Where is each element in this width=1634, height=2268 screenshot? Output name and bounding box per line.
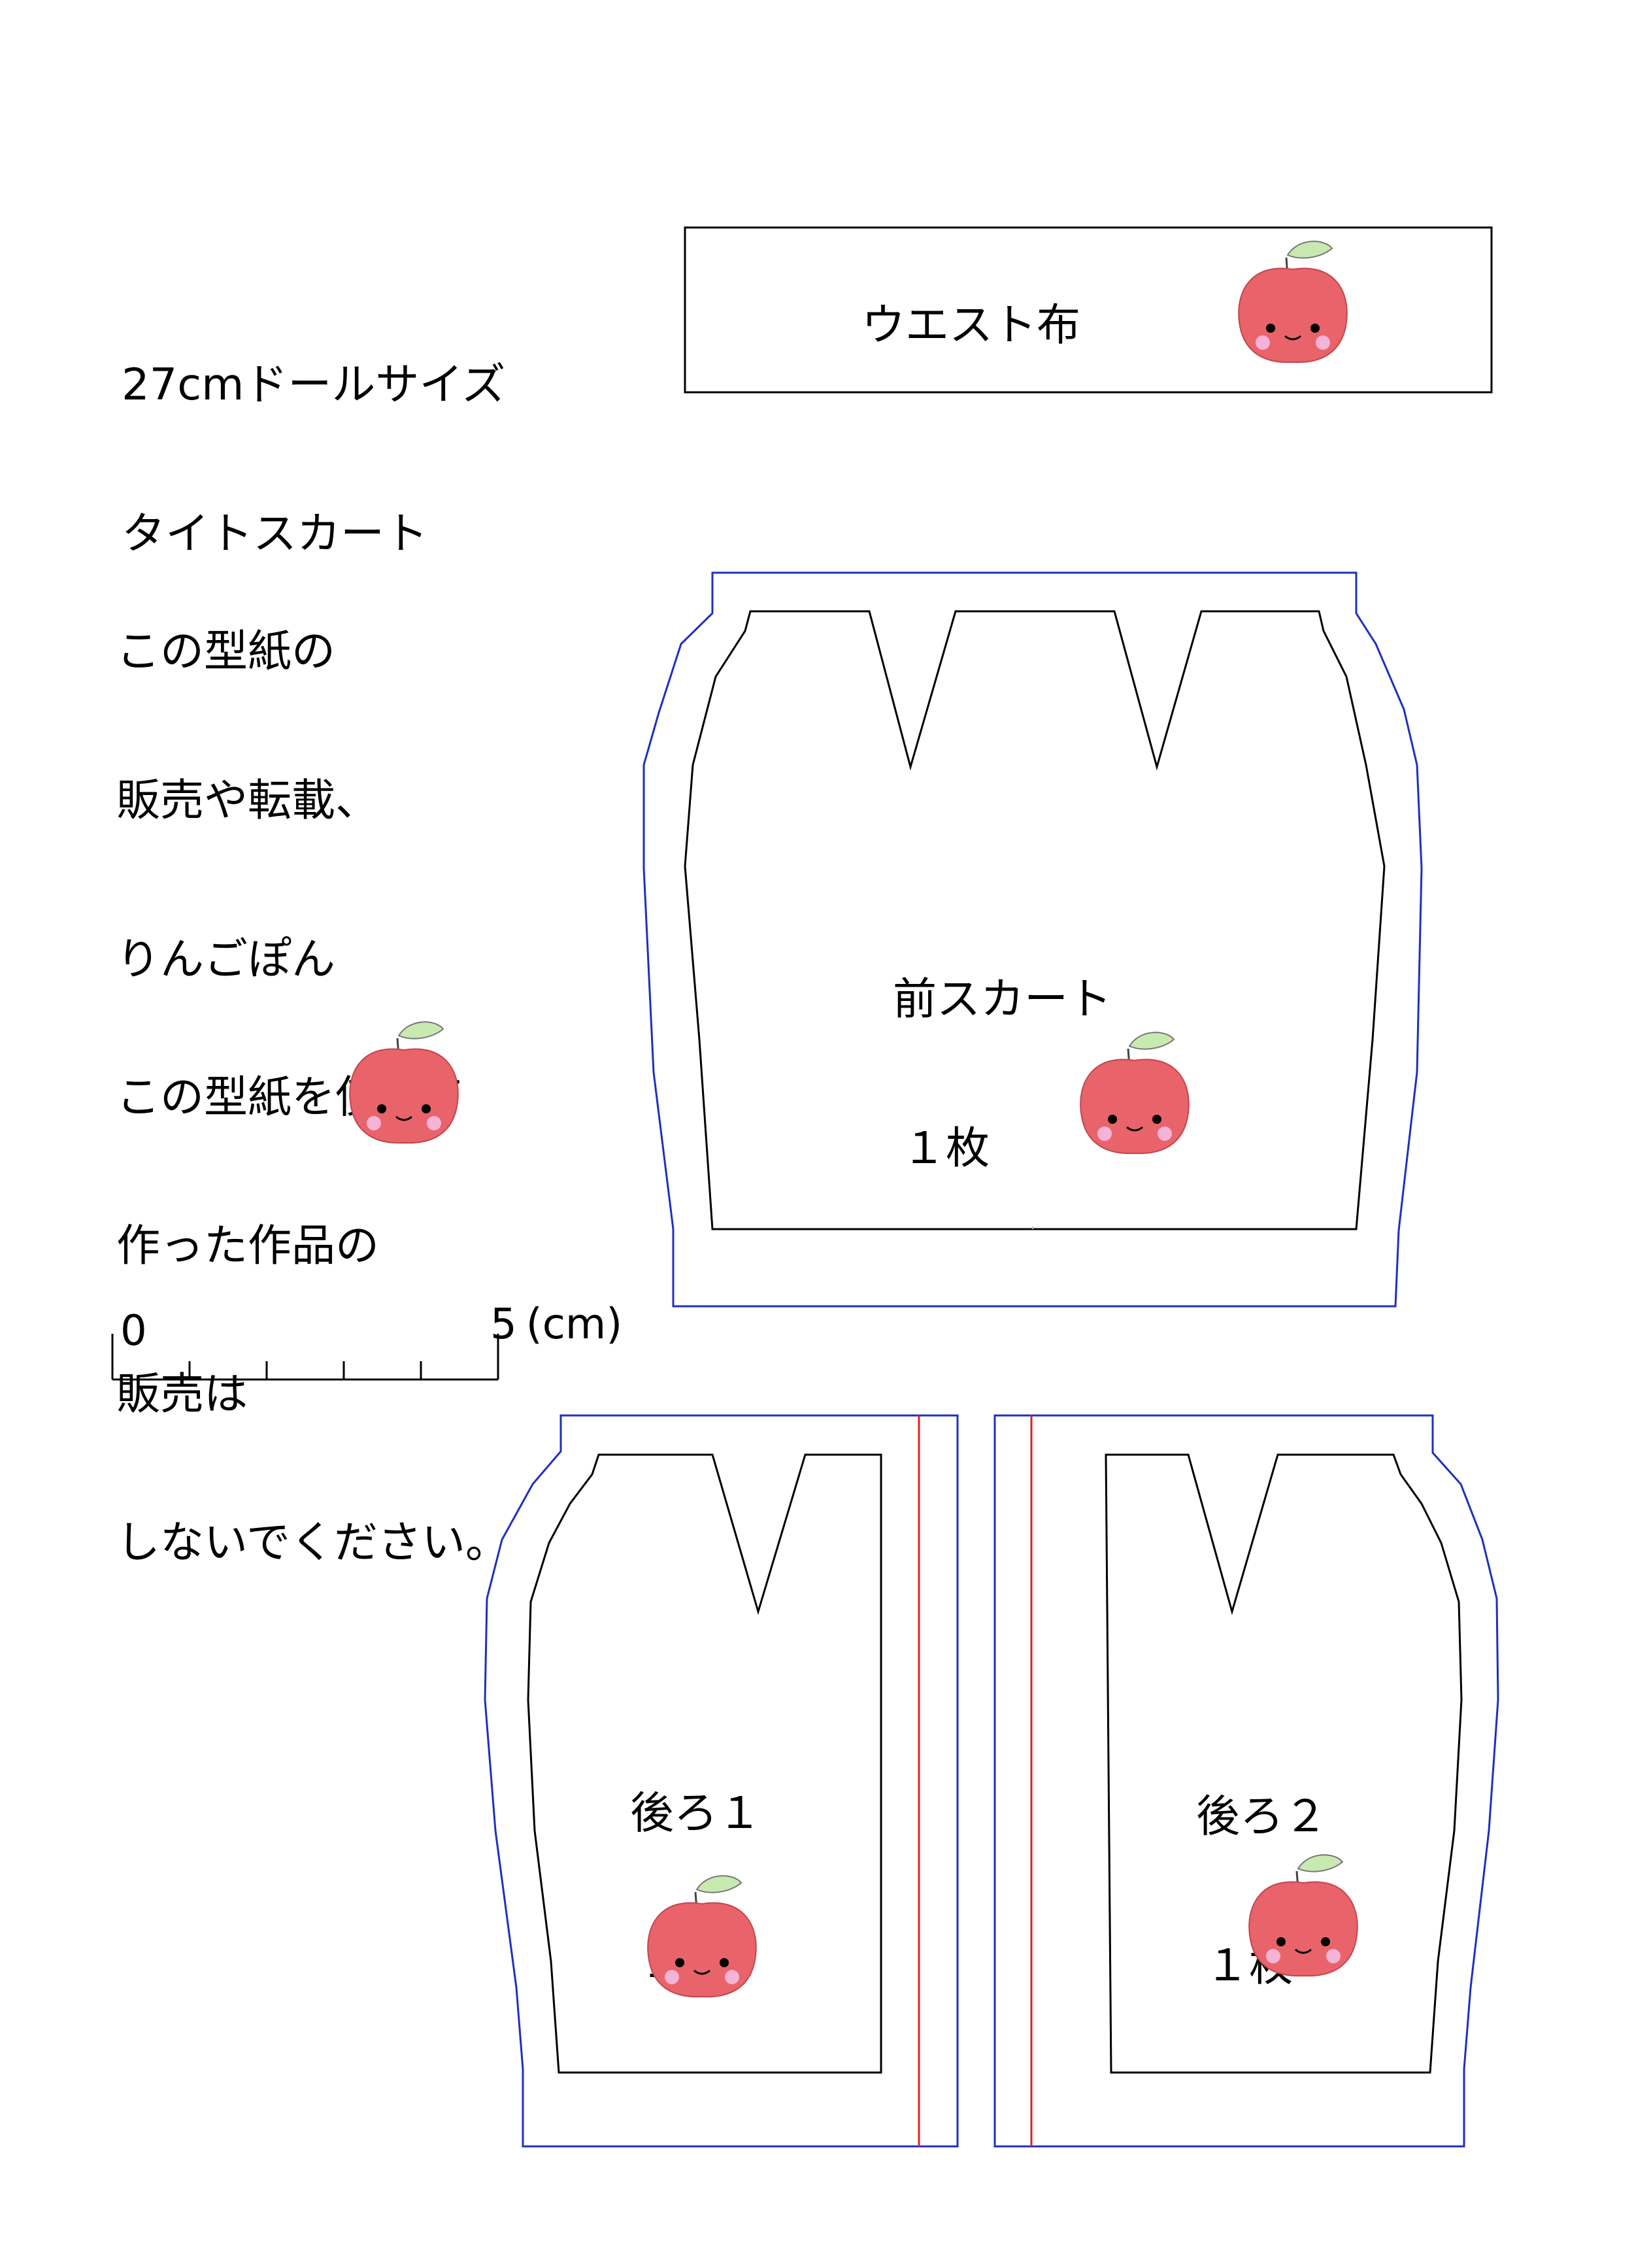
notice-line: 販売や転載、 bbox=[116, 774, 379, 826]
back2-label-name: 後ろ２ bbox=[1196, 1791, 1327, 1842]
scale-end-label: 5(cm) bbox=[490, 1301, 622, 1348]
pattern-title-line1: 27cmドールサイズ bbox=[122, 359, 506, 411]
scale-bar bbox=[111, 1334, 499, 1381]
front-skirt-seam-allowance bbox=[642, 571, 1423, 1308]
back2-seam-allowance bbox=[993, 1414, 1499, 2148]
apple-icon bbox=[1080, 1032, 1190, 1155]
apple-icon bbox=[1248, 1854, 1358, 1977]
apple-icon bbox=[647, 1875, 757, 1998]
pattern-title: 27cmドールサイズ タイトスカート bbox=[122, 262, 505, 608]
notice-line: この型紙の bbox=[116, 626, 335, 677]
back1-label-name: 後ろ１ bbox=[630, 1787, 761, 1839]
notice-line: しないでください。 bbox=[116, 1517, 509, 1568]
back1-cut-line bbox=[527, 1453, 882, 2074]
back1-seam-allowance bbox=[484, 1414, 959, 2148]
apple-icon bbox=[1238, 241, 1348, 364]
front-label: 前スカート １枚 bbox=[893, 876, 1112, 1223]
back2-cut-line bbox=[1105, 1453, 1463, 2074]
waist-label: ウエスト布 bbox=[861, 299, 1080, 350]
scale-unit: (cm) bbox=[525, 1300, 623, 1349]
pattern-title-line2: タイトスカート bbox=[122, 507, 428, 559]
author-name: りんごぽん bbox=[116, 934, 335, 985]
scale-end-value: 5 bbox=[490, 1300, 517, 1349]
apple-icon bbox=[349, 1021, 459, 1144]
usage-notice: この型紙の 販売や転載、 この型紙を使って 作った作品の 販売は しないでくださ… bbox=[116, 528, 509, 1617]
scale-start-label: 0 bbox=[120, 1307, 147, 1355]
waist-band-piece bbox=[684, 226, 1493, 394]
notice-line: 作った作品の bbox=[116, 1219, 379, 1271]
front-skirt-cut-line bbox=[684, 610, 1386, 1230]
notice-line: 販売は bbox=[116, 1368, 248, 1419]
front-label-count: １枚 bbox=[902, 1122, 990, 1174]
front-label-name: 前スカート bbox=[893, 973, 1112, 1025]
